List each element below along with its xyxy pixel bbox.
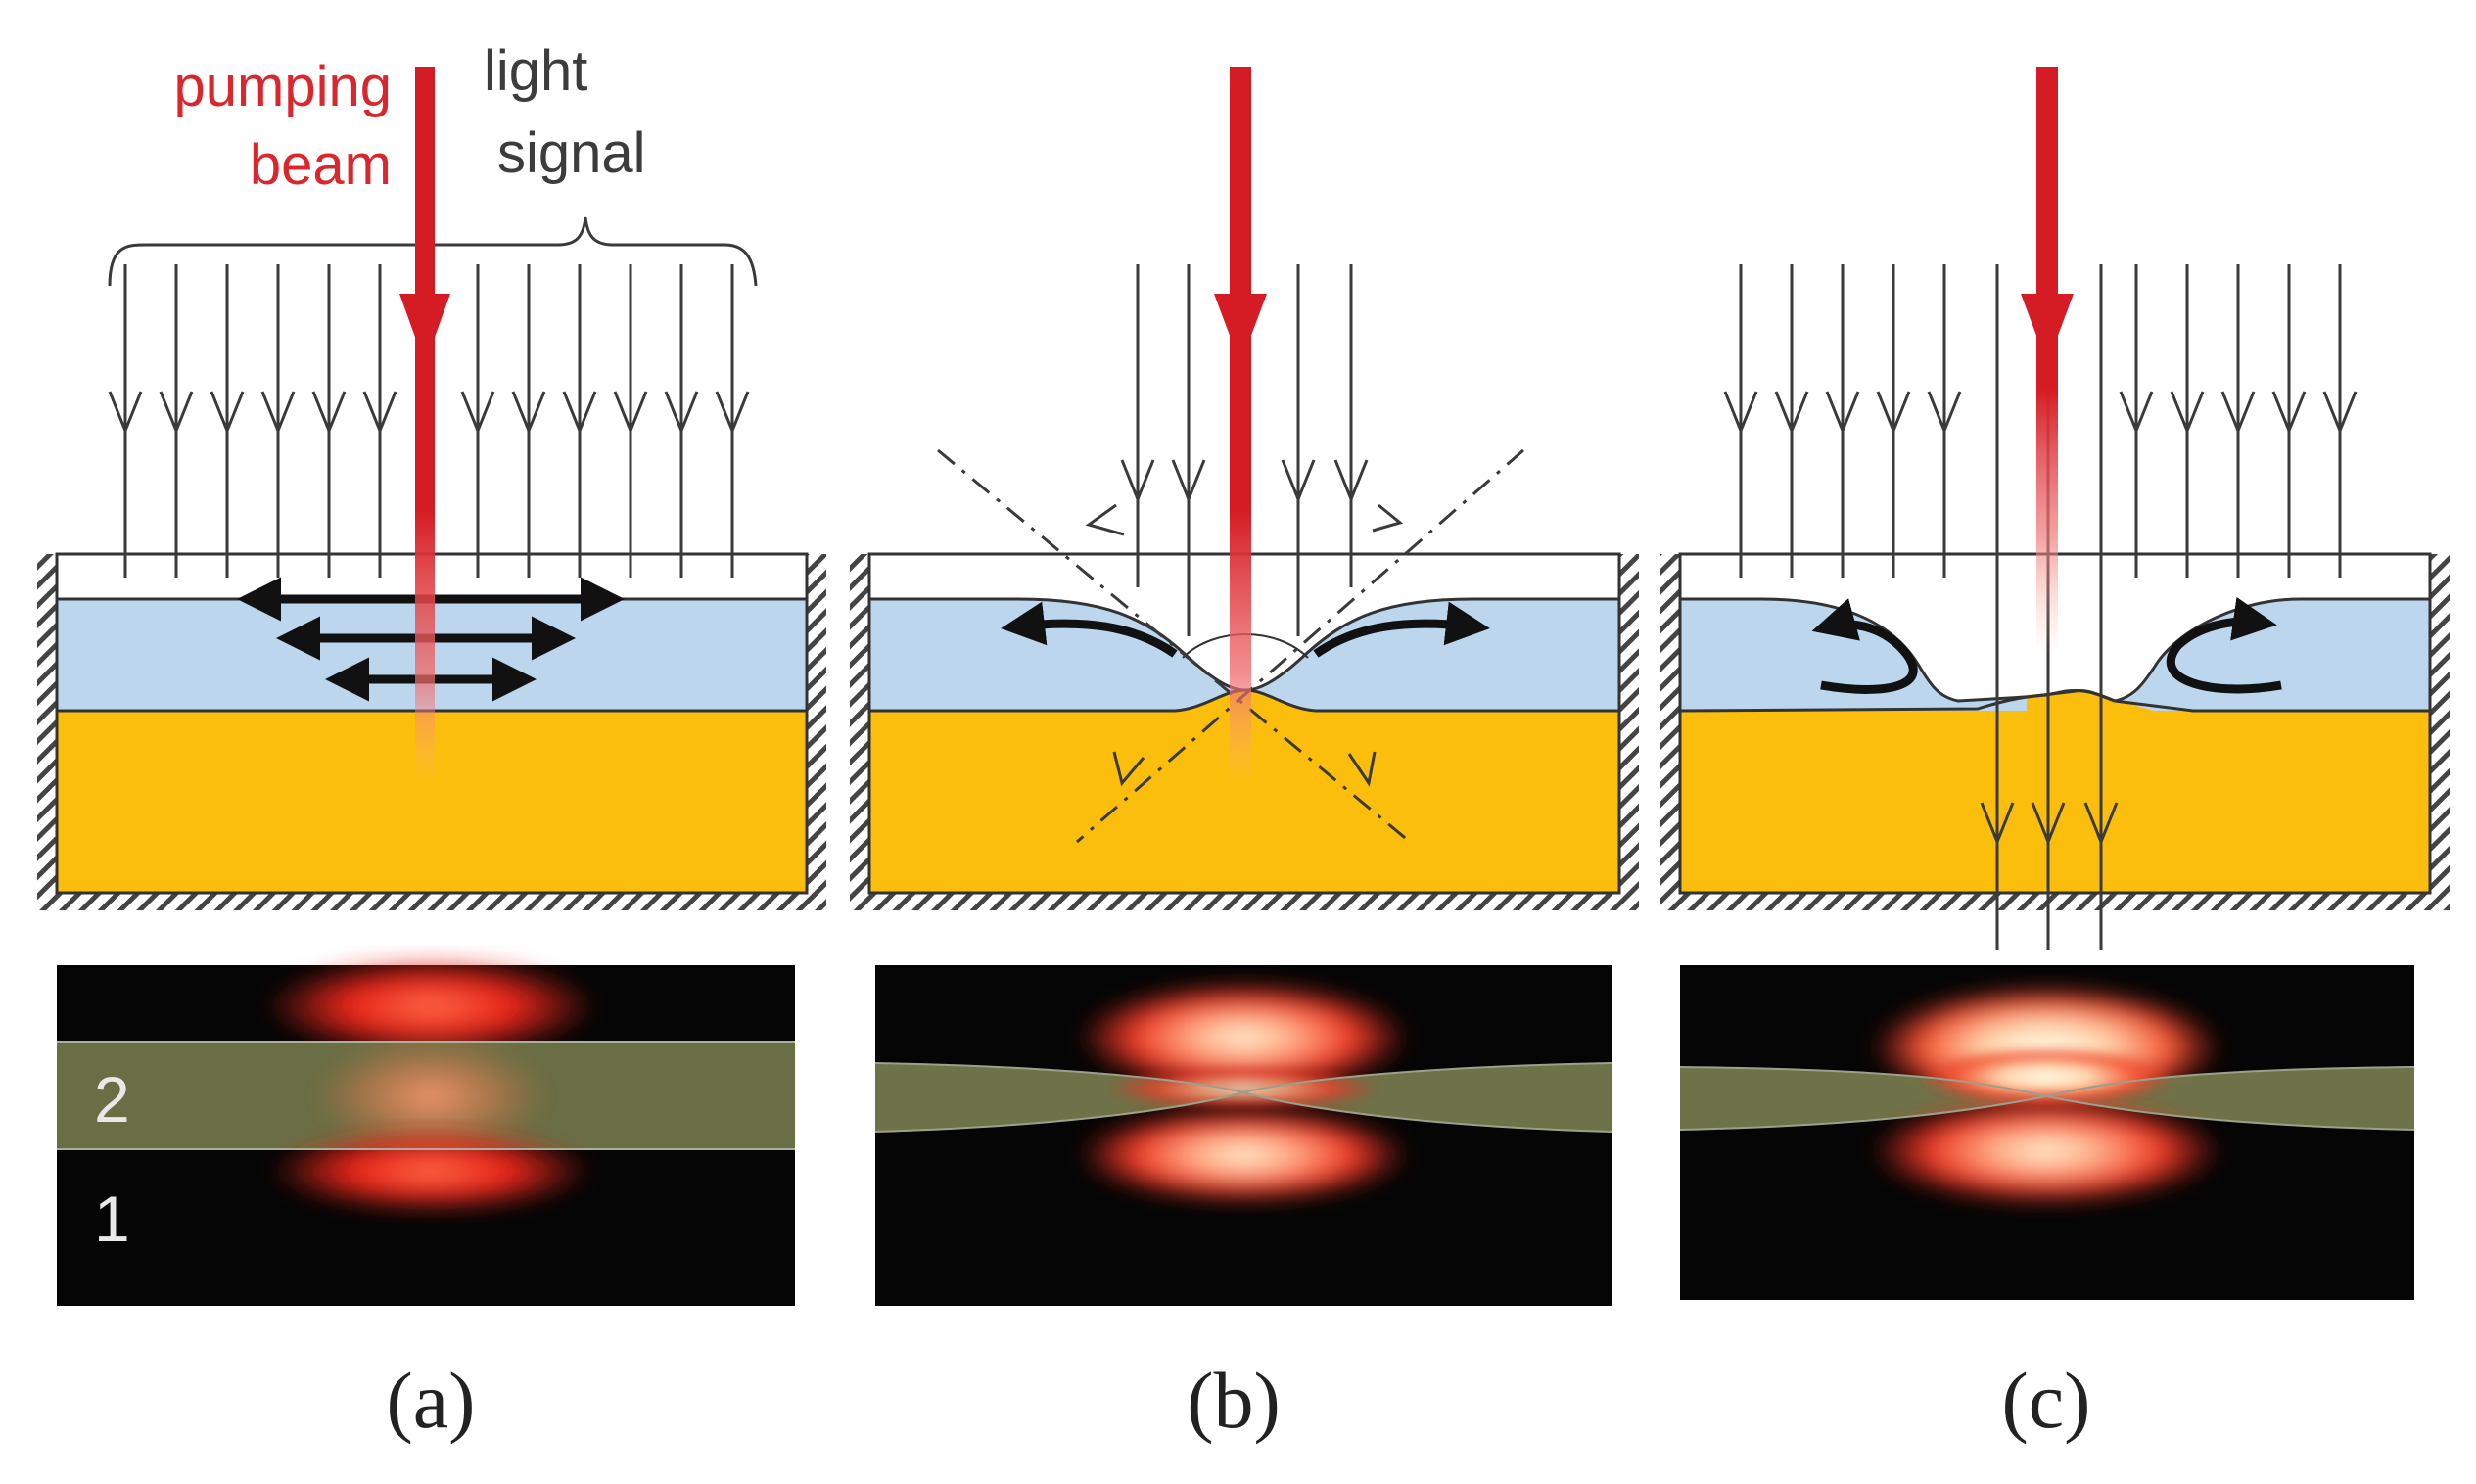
caption-c: (c) — [2001, 1356, 2090, 1445]
label-layer-2: 2 — [94, 1063, 130, 1136]
caption-b: (b) — [1187, 1356, 1281, 1445]
label-pumping: pumping — [174, 55, 392, 118]
flow-arrows-c — [1811, 596, 2282, 694]
refracted-rays-b — [937, 448, 1524, 844]
photo-c — [1679, 965, 2415, 1300]
photo-a: 2 1 — [57, 955, 795, 1306]
liquid-top-left-c — [1680, 599, 2027, 711]
light-signal-rays-b — [1120, 264, 1369, 636]
liquid-bottom-b — [869, 690, 1619, 893]
liquid-bottom-c — [1680, 690, 2430, 893]
pump-arrowhead-a — [399, 294, 450, 364]
light-signal-rays-a — [108, 264, 750, 578]
panel-c: (c) — [1660, 67, 2450, 1445]
label-light: light — [484, 39, 587, 103]
label-layer-1: 1 — [94, 1183, 130, 1255]
photo-b — [874, 965, 1612, 1306]
label-beam: beam — [250, 133, 392, 197]
pump-arrowhead-b — [1214, 294, 1267, 364]
panel-a: pumping beam light signal 2 1 (a) — [37, 39, 826, 1445]
pump-beam-b — [1230, 67, 1251, 783]
pump-beam-a — [415, 67, 435, 783]
panel-b: (b) — [850, 67, 1639, 1445]
brace-light-signal — [108, 216, 758, 287]
pump-arrowhead-c — [2021, 294, 2074, 364]
flow-arrows-b — [1001, 601, 1490, 658]
caption-a: (a) — [386, 1356, 475, 1445]
label-signal: signal — [497, 121, 646, 185]
